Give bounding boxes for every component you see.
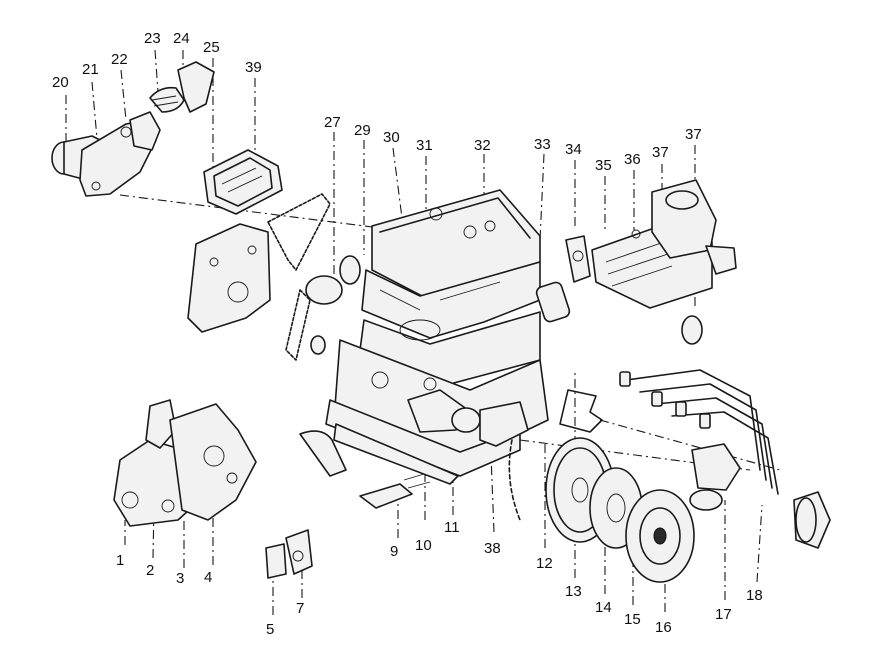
brackets [265, 529, 313, 579]
callout-32: 33 [534, 136, 551, 153]
callout-17: 17 [715, 606, 732, 623]
distributor-cap [793, 491, 831, 549]
callout-24: 25 [203, 39, 220, 56]
direction-marker [559, 389, 603, 433]
callout-23: 24 [173, 30, 190, 47]
callout-34: 35 [595, 157, 612, 174]
callout-2: 2 [146, 562, 155, 579]
cylinder-head [359, 189, 541, 385]
oil-pump-housing [113, 399, 257, 527]
callout-31: 32 [474, 137, 491, 154]
callout-14: 14 [595, 599, 612, 616]
callout-38: 38 [484, 540, 501, 557]
callout-36: 37 [652, 144, 669, 161]
callout-7: 7 [296, 600, 305, 617]
callout-13: 13 [565, 583, 582, 600]
callout-10: 10 [415, 537, 432, 554]
callout-29: 30 [383, 129, 400, 146]
callout-22: 23 [144, 30, 161, 47]
pressure-plate [625, 489, 695, 583]
callout-27: 29 [354, 122, 371, 139]
callout-37: 37 [685, 126, 702, 143]
oil-filter [535, 281, 571, 323]
callout-9: 9 [390, 543, 399, 560]
callout-12: 12 [536, 555, 553, 572]
callout-25: 27 [324, 114, 341, 131]
oil-pan-parts [359, 473, 431, 509]
distributor [565, 235, 591, 283]
starter [689, 443, 741, 511]
callout-19: 20 [52, 74, 69, 91]
callout-1: 1 [116, 552, 125, 569]
throttle-body [651, 179, 737, 345]
callout-33: 34 [565, 141, 582, 158]
timing-cover [187, 223, 271, 333]
callout-16: 16 [655, 619, 672, 636]
callout-5: 5 [266, 621, 275, 638]
callout-15: 15 [624, 611, 641, 628]
callout-4: 4 [204, 569, 213, 586]
callout-35: 36 [624, 151, 641, 168]
intake-hose-assembly [51, 61, 215, 197]
callout-21: 22 [111, 51, 128, 68]
callout-18: 18 [746, 587, 763, 604]
callout-20: 21 [82, 61, 99, 78]
engine-block [299, 339, 549, 485]
cover-gasket [203, 149, 283, 215]
callout-39: 39 [245, 59, 262, 76]
callout-3: 3 [176, 570, 185, 587]
callout-30: 31 [416, 137, 433, 154]
timing-chain [267, 193, 361, 361]
spark-plug-wires [619, 369, 779, 495]
callout-11: 11 [444, 519, 460, 536]
